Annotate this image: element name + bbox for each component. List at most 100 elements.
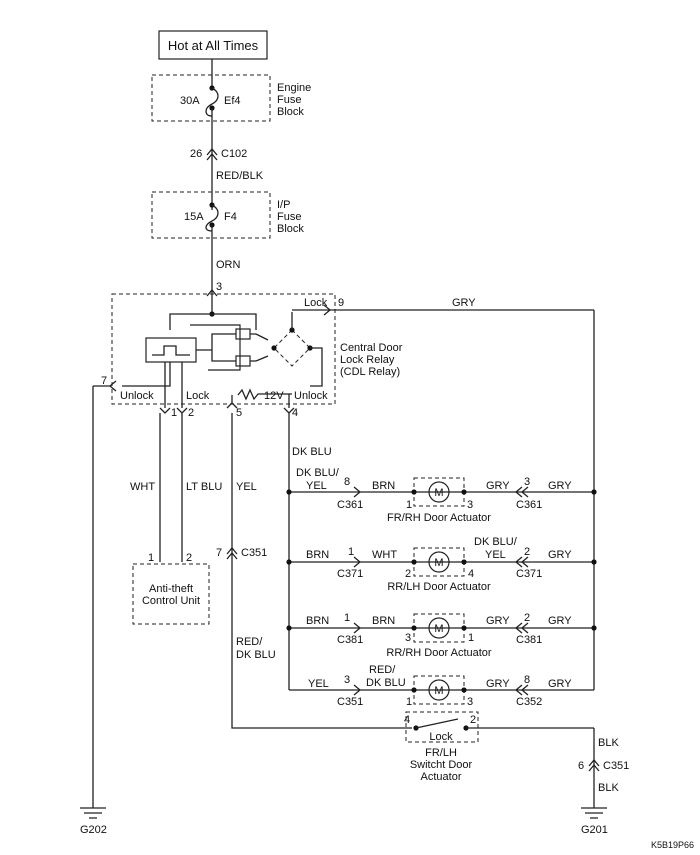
relay-control-module: [145, 337, 197, 363]
ground-g202-label: G202: [80, 824, 107, 836]
cdl-relay-box: [111, 293, 336, 405]
wire-blk-bottom: BLK: [598, 782, 619, 794]
svg-text:Actuator: Actuator: [421, 771, 462, 783]
svg-text:GRY: GRY: [486, 615, 510, 627]
relay-lock-out-label: Lock: [304, 297, 328, 309]
anti-theft-label-1: Anti-theft: [149, 583, 193, 595]
relay-unlock-right: Unlock: [294, 390, 328, 402]
svg-text:2: 2: [524, 612, 530, 624]
svg-text:Lock: Lock: [429, 731, 453, 743]
relay-switch-diamond: [273, 329, 311, 367]
c351-left-pin: 7: [216, 547, 222, 559]
svg-text:FR/LH: FR/LH: [425, 747, 457, 759]
engine-fuse-block-label-2: Fuse: [277, 94, 301, 106]
power-source-box: [158, 30, 268, 60]
c351-right-name: C351: [603, 760, 629, 772]
wire-red-dk-blu-2: DK BLU: [236, 649, 276, 661]
wire-lt-blu-label: LT BLU: [186, 481, 222, 493]
svg-text:2: 2: [405, 568, 411, 580]
svg-text:YEL: YEL: [306, 480, 327, 492]
svg-text:DK BLU/: DK BLU/: [474, 536, 518, 548]
motor-symbol: M: [434, 557, 443, 569]
relay-coil-2: [235, 355, 251, 367]
wire-yel-label: YEL: [236, 481, 257, 493]
anti-theft-pin2: 2: [186, 552, 192, 564]
anti-theft-box: [132, 563, 210, 625]
engine-fuse-block-box: [151, 74, 271, 122]
relay-coil-1: [235, 328, 251, 340]
relay-label-1: Central Door: [340, 342, 403, 354]
engine-fuse-block-label-3: Block: [277, 106, 304, 118]
fuse-f4-name: F4: [224, 211, 237, 223]
engine-fuse-block-label-1: Engine: [277, 82, 311, 94]
svg-text:1: 1: [344, 612, 350, 624]
svg-text:3: 3: [524, 476, 530, 488]
relay-pin1: 1: [171, 407, 177, 419]
svg-text:C361: C361: [516, 499, 542, 511]
relay-pin3-connector: [206, 288, 218, 297]
svg-text:RED/: RED/: [369, 664, 396, 676]
relay-unlock-left: Unlock: [120, 390, 154, 402]
svg-text:BRN: BRN: [306, 615, 329, 627]
relay-label-3: (CDL Relay): [340, 366, 400, 378]
anti-theft-pin1: 1: [148, 552, 154, 564]
motor-symbol: M: [434, 487, 443, 499]
connector-c351-right: [588, 758, 600, 772]
ip-fuse-block-label-1: I/P: [277, 199, 290, 211]
svg-text:C352: C352: [516, 696, 542, 708]
svg-text:YEL: YEL: [308, 678, 329, 690]
svg-text:1: 1: [468, 632, 474, 644]
pulse-icon: [152, 345, 190, 356]
connector-c351-left: [226, 546, 238, 560]
actuator-row-fr-rh: M DK BLU/ YEL 8 C361 BRN 1 3 GRY 3 C361 …: [286, 467, 597, 524]
svg-text:RR/LH Door Actuator: RR/LH Door Actuator: [387, 581, 491, 593]
figure-code: K5B19P66: [651, 840, 694, 850]
relay-pin2: 2: [188, 407, 194, 419]
svg-text:C361: C361: [337, 499, 363, 511]
svg-text:C381: C381: [337, 634, 363, 646]
ground-g201-label: G201: [581, 824, 608, 836]
relay-contact-links: [255, 333, 323, 387]
svg-text:GRY: GRY: [486, 678, 510, 690]
c351-left-name: C351: [241, 547, 267, 559]
wire-red-blk-label: RED/BLK: [216, 170, 264, 182]
svg-text:3: 3: [467, 499, 473, 511]
svg-text:C371: C371: [337, 568, 363, 580]
svg-text:GRY: GRY: [548, 615, 572, 627]
svg-text:GRY: GRY: [548, 678, 572, 690]
relay-internal-supply: [169, 313, 257, 330]
svg-text:WHT: WHT: [372, 549, 397, 561]
fr-lh-switch: 4 2 Lock FR/LH Switcht Door Actuator: [404, 711, 594, 783]
relay-pin1-connector: [159, 407, 171, 414]
fuse-ef4-rating: 30A: [180, 95, 200, 107]
relay-pin9: 9: [338, 297, 344, 309]
ip-fuse-block-box: [151, 191, 271, 239]
c102-name: C102: [221, 148, 247, 160]
svg-text:YEL: YEL: [485, 549, 506, 561]
wire-orn-label: ORN: [216, 259, 241, 271]
relay-pin3: 3: [216, 281, 222, 293]
relay-pin2-connector: [176, 407, 188, 414]
svg-text:GRY: GRY: [486, 480, 510, 492]
ground-g202-symbol: [80, 807, 106, 819]
relay-pin4: 4: [292, 407, 298, 419]
svg-text:2: 2: [470, 714, 476, 726]
svg-text:1: 1: [406, 499, 412, 511]
wire-blk-top: BLK: [598, 737, 619, 749]
power-source-label: Hot at All Times: [168, 38, 259, 53]
svg-text:RR/RH Door Actuator: RR/RH Door Actuator: [386, 647, 491, 659]
wire-gry-label: GRY: [452, 297, 476, 309]
ip-fuse-block-label-3: Block: [277, 223, 304, 235]
motor-symbol: M: [434, 623, 443, 635]
svg-text:3: 3: [344, 674, 350, 686]
svg-text:C371: C371: [516, 568, 542, 580]
svg-text:BRN: BRN: [306, 549, 329, 561]
connector-c102-symbol: [206, 147, 218, 161]
svg-text:3: 3: [467, 696, 473, 708]
fuse-ef4-symbol: [205, 87, 219, 117]
motor-symbol: M: [434, 685, 443, 697]
resistor-symbol: [237, 388, 262, 401]
relay-coil-box: [190, 324, 241, 371]
svg-text:DK BLU/: DK BLU/: [296, 467, 340, 479]
